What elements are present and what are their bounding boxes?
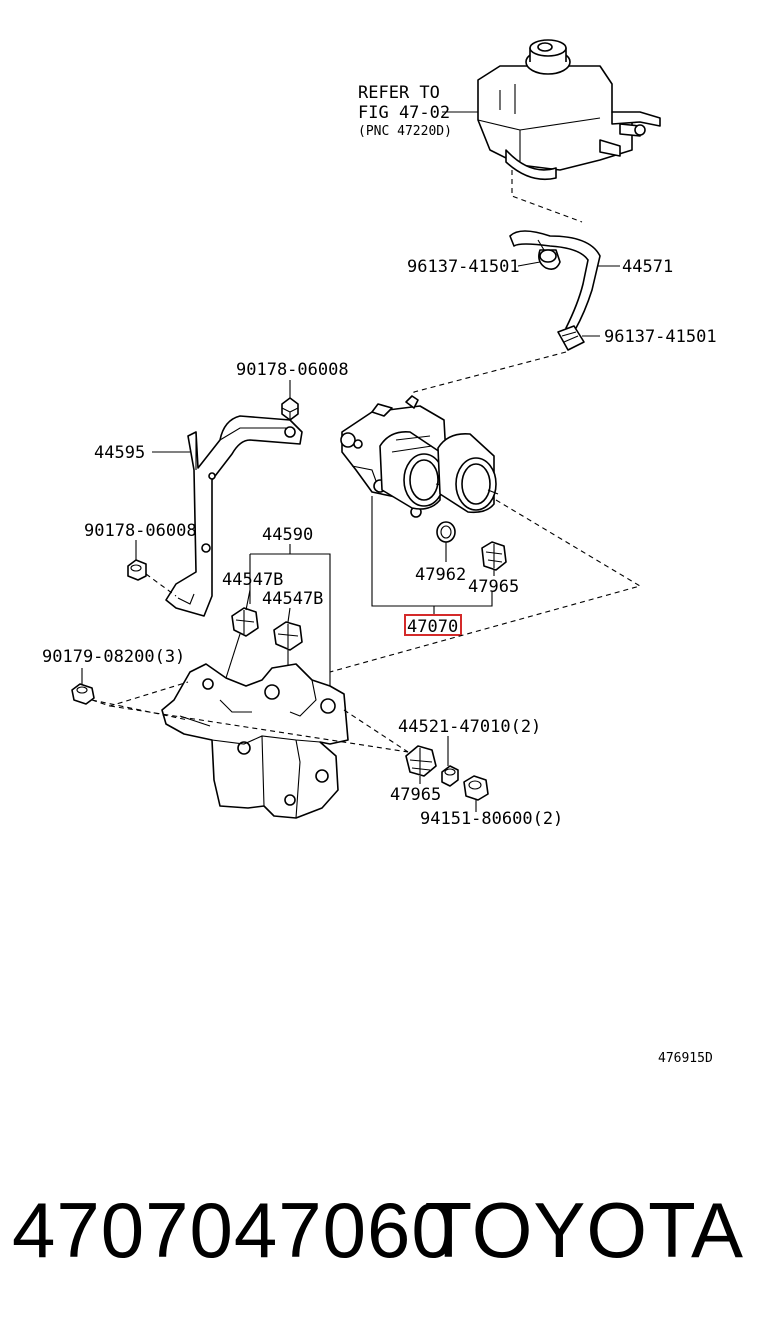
- cushion-a: [225, 607, 259, 679]
- footer: 4707047060 TOYOTA: [0, 1180, 760, 1290]
- label-bracket-upper: 44595: [94, 443, 145, 463]
- bolt-bottom: [463, 775, 489, 801]
- label-bolt-top: 90178-06008: [236, 360, 349, 380]
- cushion-right: [481, 541, 507, 571]
- refer-line-1: REFER TO: [358, 83, 440, 103]
- label-bolt-left: 90178-06008: [84, 521, 197, 541]
- label-cushion-a: 44547B: [222, 570, 283, 590]
- assembly-highlight-box: [404, 614, 462, 636]
- bolt-top: [281, 397, 299, 421]
- label-clip-lower: 96137-41501: [604, 327, 717, 347]
- nut: [71, 683, 95, 705]
- label-o-ring: 47962: [415, 565, 466, 585]
- hose-clip-upper: [538, 249, 561, 270]
- label-collar: 44521-47010(2): [398, 717, 541, 737]
- return-hose: [509, 230, 601, 331]
- part-number: 4707047060: [12, 1186, 456, 1274]
- label-cushion-b: 44547B: [262, 589, 323, 609]
- label-nut: 90179-08200(3): [42, 647, 185, 667]
- lower-bracket: [161, 663, 349, 819]
- label-cushion-bottom: 47965: [390, 785, 441, 805]
- parts-diagram: REFER TO FIG 47-02 (PNC 47220D) 96137-41…: [42, 39, 717, 1066]
- label-bracket-lower: 44590: [262, 525, 313, 545]
- label-clip-upper: 96137-41501: [407, 257, 520, 277]
- o-ring: [436, 521, 456, 543]
- reservoir-tank: [477, 39, 661, 181]
- label-hose: 44571: [622, 257, 673, 277]
- refer-line-2: FIG 47-02: [358, 103, 450, 123]
- label-bolt-bottom: 94151-80600(2): [420, 809, 563, 829]
- upper-bracket: [165, 415, 303, 617]
- bolt-left: [127, 559, 147, 581]
- figure-code: 476915D: [658, 1051, 713, 1066]
- refer-line-3: (PNC 47220D): [358, 124, 452, 139]
- label-cushion-right: 47965: [468, 577, 519, 597]
- abs-pump-assembly: [340, 395, 499, 518]
- collar: [441, 765, 459, 787]
- label-assembly: 47070: [407, 617, 458, 637]
- brand-name: TOYOTA: [424, 1186, 744, 1274]
- hose-clip-lower: [557, 325, 585, 351]
- cushion-bottom: [405, 745, 437, 777]
